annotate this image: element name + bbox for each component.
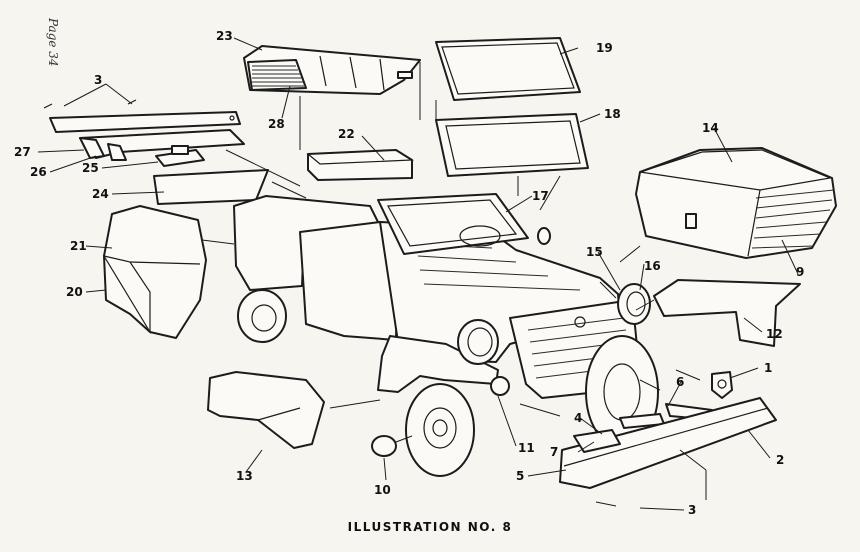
callout-2: 2 — [776, 453, 784, 467]
part-battery-box — [306, 149, 414, 181]
callout-4: 4 — [574, 411, 582, 425]
callout-14: 14 — [702, 121, 719, 135]
callout-3-top: 3 — [94, 73, 102, 87]
part-windshield-frame — [435, 113, 589, 177]
callout-28: 28 — [268, 117, 285, 131]
callout-5: 5 — [516, 469, 524, 483]
callout-20: 20 — [66, 285, 83, 299]
part-windshield-assembly — [377, 193, 551, 255]
part-rear-fender — [102, 205, 207, 339]
callout-24: 24 — [92, 187, 109, 201]
callout-16: 16 — [644, 259, 661, 273]
callout-6: 6 — [676, 375, 684, 389]
callout-23: 23 — [216, 29, 233, 43]
callout-18: 18 — [604, 107, 621, 121]
callout-22: 22 — [338, 127, 355, 141]
callout-11: 11 — [518, 441, 535, 455]
part-windshield-glass — [435, 37, 581, 101]
callout-1: 1 — [764, 361, 772, 375]
part-emblem — [711, 371, 733, 399]
part-hub-cap — [371, 435, 397, 457]
callout-13: 13 — [236, 469, 253, 483]
callout-labels: 1 2 3 3 4 5 6 7 9 10 11 12 13 14 15 16 1… — [14, 29, 804, 517]
part-main-body — [233, 195, 659, 477]
part-front-bumper — [559, 397, 777, 489]
callout-9: 9 — [796, 265, 804, 279]
callout-3-bottom: 3 — [688, 503, 696, 517]
part-front-rail — [43, 99, 241, 133]
illustration-caption: ILLUSTRATION NO. 8 — [347, 520, 513, 534]
callout-12: 12 — [766, 327, 783, 341]
callout-19: 19 — [596, 41, 613, 55]
part-clamp — [155, 145, 205, 167]
callout-26: 26 — [30, 165, 47, 179]
callout-15: 15 — [586, 245, 603, 259]
callout-17: 17 — [532, 189, 549, 203]
explode-lines — [201, 62, 707, 507]
callout-10: 10 — [374, 483, 391, 497]
part-engine-lid — [243, 45, 421, 95]
part-left-fender — [207, 371, 325, 449]
callout-7: 7 — [550, 445, 558, 459]
callout-21: 21 — [70, 239, 87, 253]
callout-25: 25 — [82, 161, 99, 175]
leader-lines — [37, 37, 799, 511]
part-floor-plate — [153, 169, 269, 205]
part-cargo-box — [635, 147, 837, 259]
part-right-fender — [653, 279, 801, 347]
callout-27: 27 — [14, 145, 31, 159]
